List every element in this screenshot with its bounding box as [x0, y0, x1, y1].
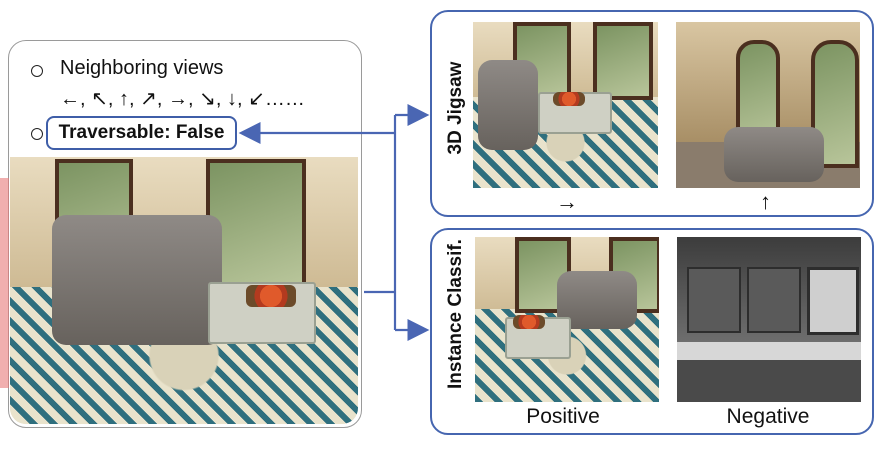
jigsaw-title: 3D Jigsaw [445, 61, 466, 155]
jigsaw-arrow-right: → [556, 189, 578, 214]
left-edge-strip [0, 178, 9, 388]
positive-photo [475, 237, 659, 402]
jigsaw-arrow-up: ↑ [760, 189, 771, 214]
traversable-label: Traversable: False [58, 122, 225, 143]
traversable-box: Traversable: False [46, 116, 237, 150]
jigsaw-photo-2 [676, 22, 860, 188]
bullet-traversable [31, 128, 43, 140]
instance-title: Instance Classif. [445, 239, 466, 389]
neighbor-views-label: Neighboring views [60, 57, 224, 79]
positive-label: Positive [526, 405, 600, 428]
jigsaw-photo-1 [473, 22, 658, 188]
bullet-neighbors [31, 65, 43, 77]
main-room-photo [10, 157, 358, 424]
negative-label: Negative [726, 405, 810, 428]
negative-photo [677, 237, 861, 402]
neighbor-arrows-label: ←, ↖, ↑, ↗, →, ↘, ↓, ↙…… [60, 88, 305, 110]
